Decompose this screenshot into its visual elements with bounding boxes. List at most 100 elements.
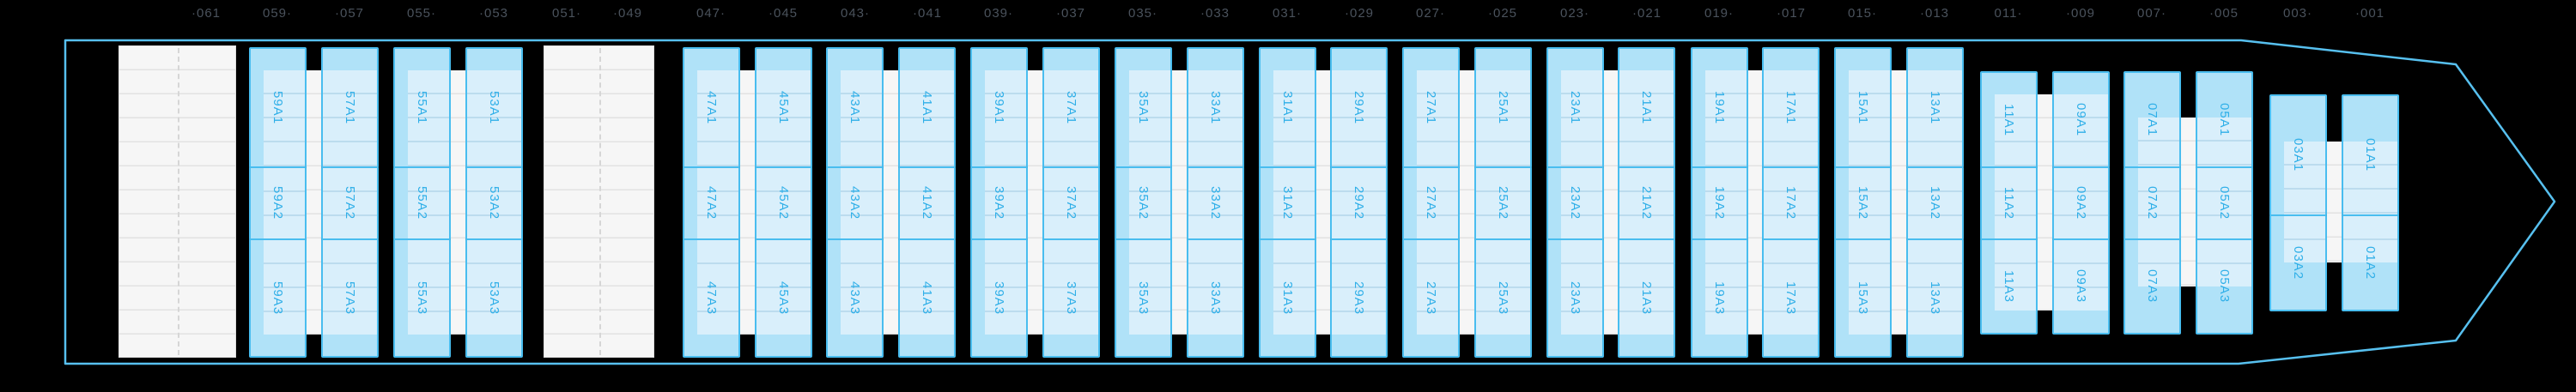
bay-cell[interactable]: 37A3: [1042, 238, 1100, 358]
slot-grid-strip: [1028, 70, 1042, 335]
bay-cell[interactable]: 41A3: [898, 238, 956, 358]
bay-position-label: ·013: [1919, 6, 1950, 21]
bay-cell[interactable]: 27A1: [1402, 47, 1460, 168]
bay-cell[interactable]: 37A2: [1042, 166, 1100, 240]
bay-cell[interactable]: 41A1: [898, 47, 956, 168]
empty-hold-grid[interactable]: [118, 45, 236, 358]
bay-cell[interactable]: 15A2: [1834, 166, 1892, 240]
bay-cell[interactable]: 17A1: [1762, 47, 1820, 168]
bay-cell[interactable]: 15A3: [1834, 238, 1892, 358]
bay-cell-grid-panel: [1995, 240, 2036, 311]
bay-cell[interactable]: 53A3: [465, 238, 523, 358]
bay-cell[interactable]: 31A3: [1259, 238, 1316, 358]
bay-cell[interactable]: 01A1: [2342, 94, 2399, 216]
bay-cell[interactable]: 27A3: [1402, 238, 1460, 358]
bay-cell[interactable]: 29A1: [1330, 47, 1388, 168]
bay-cell[interactable]: 59A2: [249, 166, 307, 240]
bay-cell[interactable]: 45A1: [755, 47, 812, 168]
bay-cell[interactable]: 07A2: [2123, 166, 2181, 240]
bay-cell[interactable]: 41A2: [898, 166, 956, 240]
bay-cell[interactable]: 45A2: [755, 166, 812, 240]
bay-cell[interactable]: 19A3: [1691, 238, 1748, 358]
bay-cell[interactable]: 43A2: [826, 166, 884, 240]
bay-cell[interactable]: 47A3: [683, 238, 740, 358]
bay-cell[interactable]: 21A3: [1618, 238, 1675, 358]
bay-cell[interactable]: 25A3: [1474, 238, 1532, 358]
bay-cell[interactable]: 01A2: [2342, 214, 2399, 311]
bay-cell[interactable]: 17A2: [1762, 166, 1820, 240]
bay-cell[interactable]: 11A1: [1980, 71, 2038, 168]
bay-cell[interactable]: 21A2: [1618, 166, 1675, 240]
empty-hold-grid[interactable]: [544, 45, 654, 358]
bay-cell[interactable]: 09A3: [2052, 238, 2110, 335]
bay-cell[interactable]: 39A1: [970, 47, 1028, 168]
bay-cell[interactable]: 57A1: [321, 47, 379, 168]
bay-cell[interactable]: 39A3: [970, 238, 1028, 358]
bay-cell[interactable]: 29A3: [1330, 238, 1388, 358]
bay-cell[interactable]: 33A1: [1187, 47, 1244, 168]
bay-cell[interactable]: 55A2: [393, 166, 451, 240]
bay-cell[interactable]: 57A3: [321, 238, 379, 358]
bay-cell-label: 41A2: [920, 186, 934, 220]
bay-cell[interactable]: 55A1: [393, 47, 451, 168]
bay-cell[interactable]: 39A2: [970, 166, 1028, 240]
bay-cell[interactable]: 09A1: [2052, 71, 2110, 168]
bay-cell[interactable]: 05A3: [2196, 238, 2253, 335]
bay-cell[interactable]: 53A1: [465, 47, 523, 168]
bay-cell[interactable]: 31A1: [1259, 47, 1316, 168]
bay-cell[interactable]: 35A3: [1115, 238, 1172, 358]
bay-cell-label: 35A3: [1136, 280, 1151, 316]
bay-cell[interactable]: 23A1: [1546, 47, 1604, 168]
bay-cell[interactable]: 23A3: [1546, 238, 1604, 358]
bay-cell-grid-panel: [1417, 70, 1458, 166]
bay-cell[interactable]: 57A2: [321, 166, 379, 240]
bay-cell[interactable]: 15A1: [1834, 47, 1892, 168]
bay-cell[interactable]: 31A2: [1259, 166, 1316, 240]
bay-cell[interactable]: 35A1: [1115, 47, 1172, 168]
bay-cell[interactable]: 11A2: [1980, 166, 2038, 240]
bay-cell[interactable]: 37A1: [1042, 47, 1100, 168]
bay-cell[interactable]: 13A3: [1906, 238, 1964, 358]
bay-cell[interactable]: 23A2: [1546, 166, 1604, 240]
bay-cell[interactable]: 05A1: [2196, 71, 2253, 168]
bay-cell-grid-panel: [323, 240, 377, 335]
bay-cell[interactable]: 07A1: [2123, 71, 2181, 168]
bay-cell-grid-panel: [1705, 168, 1747, 238]
bay-cell-label: 05A1: [2217, 102, 2232, 137]
bay-cell-grid-panel: [1619, 240, 1674, 335]
bay-cell[interactable]: 45A3: [755, 238, 812, 358]
bay-cell[interactable]: 19A2: [1691, 166, 1748, 240]
bay-cell-label: 55A2: [415, 186, 429, 220]
bay-cell[interactable]: 33A2: [1187, 166, 1244, 240]
bay-cell[interactable]: 27A2: [1402, 166, 1460, 240]
bay-cell[interactable]: 07A3: [2123, 238, 2181, 335]
bay-cell[interactable]: 13A1: [1906, 47, 1964, 168]
bay-cell[interactable]: 03A2: [2269, 214, 2327, 311]
bay-cell[interactable]: 47A1: [683, 47, 740, 168]
bay-cell[interactable]: 43A1: [826, 47, 884, 168]
bay-cell-grid-panel: [1129, 168, 1170, 238]
bay-cell[interactable]: 55A3: [393, 238, 451, 358]
bay-cell[interactable]: 03A1: [2269, 94, 2327, 216]
bay-cell[interactable]: 21A1: [1618, 47, 1675, 168]
bay-position-label: 003·: [2282, 6, 2313, 21]
bay-position-label: 059·: [262, 6, 293, 21]
bay-cell[interactable]: 29A2: [1330, 166, 1388, 240]
bay-cell[interactable]: 35A2: [1115, 166, 1172, 240]
bay-cell[interactable]: 59A3: [249, 238, 307, 358]
bay-cell-grid-panel: [900, 168, 954, 238]
bay-cell[interactable]: 43A3: [826, 238, 884, 358]
bay-cell[interactable]: 25A2: [1474, 166, 1532, 240]
bay-cell[interactable]: 05A2: [2196, 166, 2253, 240]
bay-cell[interactable]: 47A2: [683, 166, 740, 240]
bay-cell[interactable]: 25A1: [1474, 47, 1532, 168]
bay-cell[interactable]: 33A3: [1187, 238, 1244, 358]
bay-cell[interactable]: 13A2: [1906, 166, 1964, 240]
bay-cell[interactable]: 53A2: [465, 166, 523, 240]
bay-cell[interactable]: 17A3: [1762, 238, 1820, 358]
bay-cell[interactable]: 11A3: [1980, 238, 2038, 335]
bay-cell[interactable]: 09A2: [2052, 166, 2110, 240]
bay-cell[interactable]: 59A1: [249, 47, 307, 168]
bay-cell[interactable]: 19A1: [1691, 47, 1748, 168]
bay-position-label: ·037: [1055, 6, 1086, 21]
